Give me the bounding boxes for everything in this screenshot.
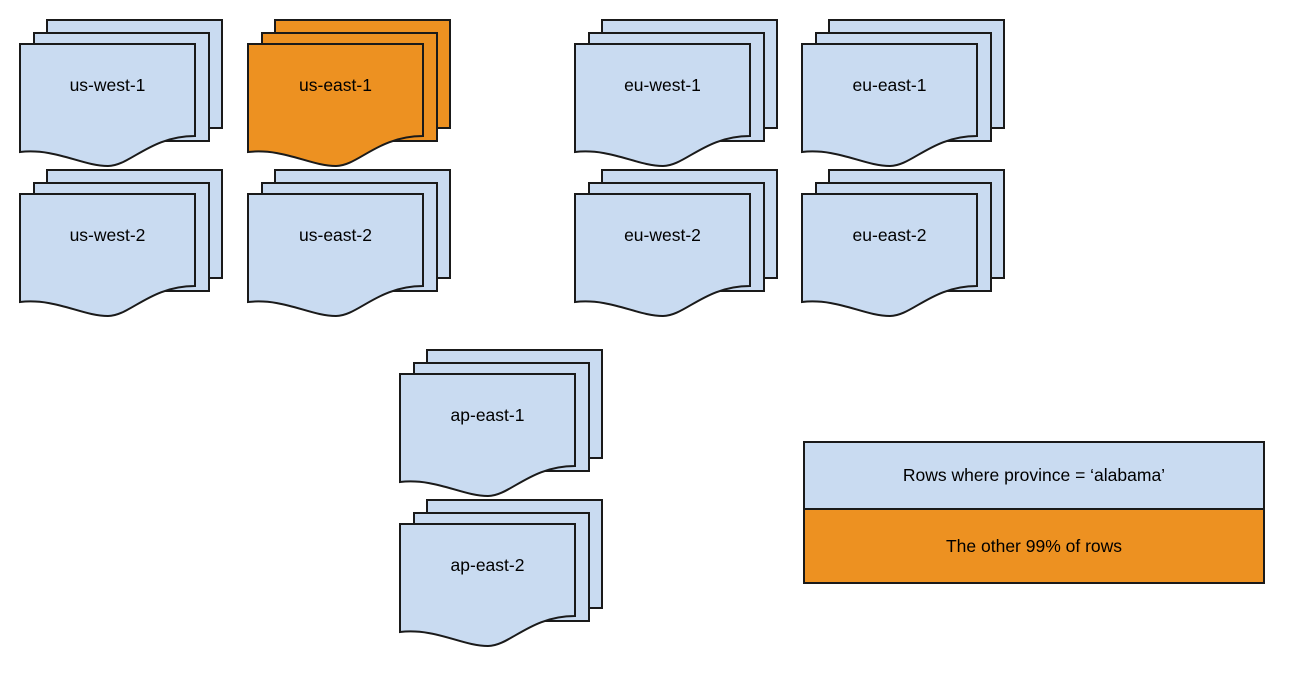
legend-row-normal: Rows where province = ‘alabama’ xyxy=(805,443,1263,510)
stack-ap-east-2[interactable]: ap-east-2 xyxy=(399,499,603,650)
document-stack-shape xyxy=(574,169,778,318)
legend: Rows where province = ‘alabama’ The othe… xyxy=(803,441,1265,584)
document-front xyxy=(801,193,978,318)
document-stack-shape xyxy=(399,499,603,648)
document-front xyxy=(19,193,196,318)
document-front xyxy=(247,193,424,318)
document-front xyxy=(574,43,751,168)
stack-eu-west-1[interactable]: eu-west-1 xyxy=(574,19,778,170)
document-front xyxy=(19,43,196,168)
legend-label-highlight: The other 99% of rows xyxy=(945,535,1123,556)
stack-us-east-2[interactable]: us-east-2 xyxy=(247,169,451,320)
stack-us-east-1[interactable]: us-east-1 xyxy=(247,19,451,170)
stack-eu-east-1[interactable]: eu-east-1 xyxy=(801,19,1005,170)
document-front xyxy=(399,373,576,498)
document-front xyxy=(399,523,576,648)
document-front xyxy=(801,43,978,168)
document-stack-shape xyxy=(801,19,1005,168)
document-stack-shape xyxy=(247,169,451,318)
document-stack-shape xyxy=(399,349,603,498)
document-stack-shape xyxy=(247,19,451,168)
stack-eu-west-2[interactable]: eu-west-2 xyxy=(574,169,778,320)
legend-row-highlight: The other 99% of rows xyxy=(805,510,1263,582)
stack-us-west-2[interactable]: us-west-2 xyxy=(19,169,223,320)
document-stack-shape xyxy=(574,19,778,168)
legend-label-normal: Rows where province = ‘alabama’ xyxy=(902,465,1166,485)
document-front xyxy=(574,193,751,318)
stack-eu-east-2[interactable]: eu-east-2 xyxy=(801,169,1005,320)
stack-ap-east-1[interactable]: ap-east-1 xyxy=(399,349,603,500)
document-stack-shape xyxy=(19,19,223,168)
document-stack-shape xyxy=(19,169,223,318)
document-front xyxy=(247,43,424,168)
stack-us-west-1[interactable]: us-west-1 xyxy=(19,19,223,170)
document-stack-shape xyxy=(801,169,1005,318)
